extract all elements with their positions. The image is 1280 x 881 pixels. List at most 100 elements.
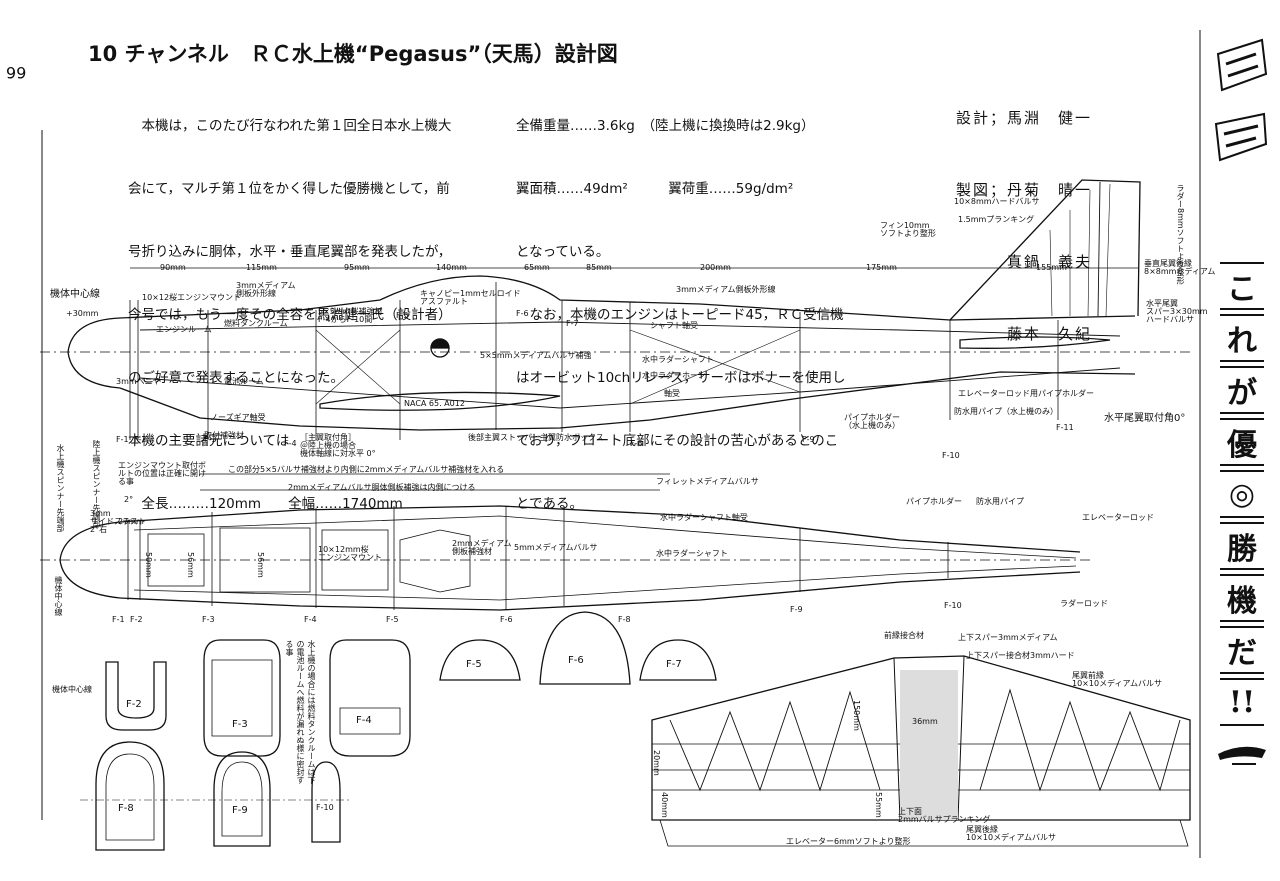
- bulkhead-label: F-10: [942, 451, 960, 460]
- top-pipe-holder-label: パイプホルダー: [906, 497, 962, 506]
- dim-label: 90mm: [160, 263, 186, 272]
- stopper-label: 5×5mm桜補強材 F-4からF-10間: [318, 307, 383, 324]
- top-engine-mount-label: 10×12mm桜 エンジンマウント: [318, 545, 382, 562]
- shaft-bearing-label: シャフト軸受: [650, 321, 698, 330]
- medium-balsa-label: 5mmメディアムバルサ: [514, 543, 598, 552]
- top-bulkhead-label: F-1: [112, 615, 125, 624]
- bulkhead-label: F-3: [204, 435, 217, 444]
- intro-left-line: 本機の主要諸元については: [128, 433, 290, 449]
- bolt-note-label: エンジンマウント取付ボルトの位置は正確に開ける事: [118, 461, 206, 486]
- bulkhead-label: F-2: [134, 435, 147, 444]
- intro-right: 全備重量……3.6kg （陸上機に換換時は2.9kg） 翼面積……49dm² 翼…: [516, 74, 845, 536]
- banner-char: 優: [1220, 418, 1264, 466]
- nose-gear-label: ノーズギア軸受: [210, 413, 266, 422]
- banner-char: が: [1220, 366, 1264, 414]
- banner-char: だ: [1220, 626, 1264, 674]
- stab-te-label: 尾翼後縁 10×10メディアムバルサ: [966, 825, 1056, 842]
- fillet-label: フィレットメディアムバルサ: [656, 477, 759, 486]
- spinner-tip-label: 陸上機スピンナー先端部: [92, 440, 101, 528]
- side-line-label: 3mmメディアム側板外形線: [676, 285, 776, 294]
- water-rudder-horn-label: 水中ラダーホーン: [642, 371, 706, 380]
- side-thrust-label: 3mm サイドスラスト 2°右: [90, 509, 146, 534]
- elevator-pipe-label: エレベーターロッド用パイプホルダー: [958, 389, 1094, 398]
- fuel-tank-label: 燃料タンクルーム: [224, 319, 288, 328]
- main-gear-label: ［主翼取付角］ ＠陸上機の場合 機体軸線に対水平 0°: [300, 433, 376, 458]
- dim-label: 175mm: [866, 263, 897, 272]
- water-rudder-shaft-label: 水中ラダーシャフト: [642, 355, 714, 364]
- credit-line: 真鍋 義夫: [956, 253, 1093, 271]
- dim-label: 95mm: [344, 263, 370, 272]
- sidebar-banner: こ れ が 優 ◎ 勝 機 だ !!: [1212, 34, 1270, 854]
- elevator-rod-label: エレベーターロッド: [1082, 513, 1154, 522]
- stopper-rear-label: 後部主翼ストッパー主翼防水ボックス: [468, 433, 604, 442]
- top-bulkhead-label: F-3: [202, 615, 215, 624]
- former-label: F-9: [232, 805, 248, 816]
- top-waterproof-label: 防水用パイプ: [976, 497, 1024, 506]
- former-note-label: 水上機の場合には燃料タンクルームは下の電池ルームへ燃料が漏れぬ様に密封する事: [285, 640, 316, 784]
- intro-left: 本機は，このたび行なわれた第１回全日本水上機大 会にて，マルチ第１位をかく得した…: [128, 74, 452, 536]
- former-label: F-5: [466, 659, 482, 670]
- rudder-label: ラダー8mmソフトより整形: [1176, 184, 1185, 285]
- rudder-rod-label: ラダーロッド: [1060, 599, 1108, 608]
- canopy-label: キャノピー1mmセルロイド アスファルト: [420, 289, 521, 306]
- le-joint-label: 前縁接合材: [884, 631, 924, 640]
- dim-label: 85mm: [586, 263, 612, 272]
- dim-56-label: 56mm: [186, 552, 195, 578]
- spinner-offset-label: +30mm: [66, 309, 99, 318]
- side-plate-label: 3mmメディアム 側板外形線: [236, 281, 296, 298]
- page-title: 10 チャンネル ＲＣ水上機“Pegasus”（天馬）設計図: [88, 42, 618, 66]
- top-bulkhead-label: F-8: [618, 615, 631, 624]
- dim-label: 155mm: [1036, 263, 1067, 272]
- top-bulkhead-label: F-9: [790, 605, 803, 614]
- former-label: F-2: [126, 699, 142, 710]
- side-reinforce-label: 2mmメディアム 側板補強材: [452, 539, 512, 556]
- credits: 設計；馬淵 健一 製図；丹菊 晴一 真鍋 義夫 藤本 久紀: [956, 58, 1092, 370]
- bulkhead-label: F-6: [516, 309, 529, 318]
- thrust-angle-label: 2°: [124, 495, 134, 504]
- veneer-label: 3mmベニヤ: [116, 377, 161, 386]
- dim-50-label: 50mm: [144, 552, 153, 578]
- engine-mount-label: 10×12桜エンジンマウント: [142, 293, 242, 302]
- credit-line: 製図；丹菊 晴一: [956, 181, 1093, 199]
- water-bearing-label: 水中ラダーシャフト軸受: [660, 513, 748, 522]
- intro-right-line: となっている。: [516, 244, 610, 260]
- dim-55-label: 55mm: [874, 792, 883, 818]
- top-bulkhead-label: F-2: [130, 615, 143, 624]
- bulkhead-label: F-9: [802, 435, 815, 444]
- former-label: F-3: [232, 719, 248, 730]
- credit-line: 設計；馬淵 健一: [956, 109, 1093, 127]
- dim-36-label: 36mm: [912, 717, 938, 726]
- intro-right-line: 翼面積……49dm² 翼荷重……59g/dm²: [516, 181, 794, 197]
- bulkhead-label: F-1: [116, 435, 129, 444]
- former-label: F-8: [118, 803, 134, 814]
- banner-plane-icon: [1218, 746, 1266, 765]
- banner-char: 機: [1220, 574, 1264, 622]
- intro-left-line: 本機は，このたび行なわれた第１回全日本水上機大: [128, 118, 452, 134]
- banner-char: ◎: [1220, 470, 1264, 518]
- intro-right-line: なお，本機のエンジンはトーピード45，ＲＣ受信機: [516, 307, 844, 323]
- dim-label: 140mm: [436, 263, 467, 272]
- intro-right-line: ており，フロート底部にその設計の苦心があるとのこ: [516, 433, 839, 449]
- intro-left-line: のご好意で発表することになった。: [128, 370, 344, 386]
- water-shaft-label: 水中ラダーシャフト: [656, 549, 728, 558]
- intro-left-line: 今号では，もう一度その全容を馬淵健一氏（設計者）: [128, 307, 452, 323]
- banner-logo-icon: [1214, 38, 1268, 162]
- former-label: F-4: [356, 715, 372, 726]
- bearing-label: 軸受: [664, 389, 680, 398]
- water-spinner-label: 水上機スピンナー先端部: [56, 444, 65, 532]
- intro-right-line: 全備重量……3.6kg （陸上機に換換時は2.9kg）: [516, 118, 815, 134]
- pipe-holder-label: パイプホルダー （水上機のみ）: [844, 413, 900, 430]
- intro-left-line: 会にて，マルチ第１位をかく得した優勝機として，前: [128, 181, 450, 197]
- fin-spar-label: 10×8mmハードバルサ: [954, 197, 1040, 206]
- dim-27-label: 27mm: [118, 517, 144, 526]
- spar-joint-label: 上下スパー接合材3mmハード: [966, 651, 1075, 660]
- intro-left-line: 号折り込みに胴体，水平・垂直尾翼部を発表したが，: [128, 244, 452, 260]
- dim-label: 115mm: [246, 263, 277, 272]
- former-label: F-10: [316, 803, 334, 812]
- intro-right-line: はオービット10chリレース，サーボはボナーを使用し: [516, 370, 846, 386]
- nose-gear-mount-label: 取付補強材: [204, 431, 244, 440]
- hstab-angle-label: 水平尾翼取付角0°: [1104, 413, 1186, 424]
- dim-label: 65mm: [524, 263, 550, 272]
- bulkhead-label: F-11: [1056, 423, 1074, 432]
